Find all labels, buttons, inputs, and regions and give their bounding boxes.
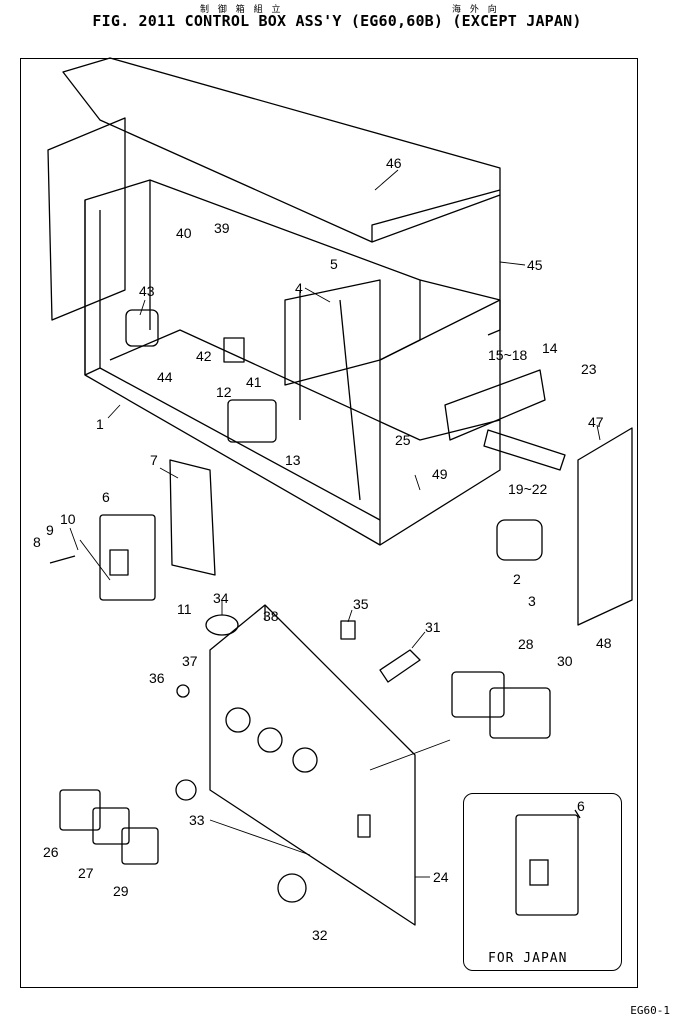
knob-36 — [176, 684, 190, 698]
callout-48: 48 — [596, 635, 612, 651]
callout-38: 38 — [263, 608, 279, 624]
top-cover — [62, 57, 501, 243]
bolt-8 — [49, 555, 76, 564]
callout-19-22: 19~22 — [508, 481, 548, 497]
callout-33: 33 — [189, 812, 205, 828]
japanese-title: 制 御 箱 組 立 — [200, 5, 284, 15]
callout-49: 49 — [432, 466, 448, 482]
callout-24: 24 — [433, 869, 449, 885]
callout-4: 4 — [295, 280, 303, 296]
drawing-frame — [20, 58, 638, 988]
callout-23: 23 — [581, 361, 597, 377]
switch-30 — [489, 687, 551, 739]
callout-1: 1 — [96, 416, 104, 432]
meter-29 — [121, 827, 159, 865]
terminal-plate — [444, 369, 546, 441]
coil-2 — [496, 519, 543, 561]
callout-6: 6 — [102, 489, 110, 505]
inset-callout-6: 6 — [577, 798, 585, 814]
callout-11: 11 — [177, 601, 192, 617]
right-side-panel — [577, 427, 633, 626]
callout-8: 8 — [33, 534, 41, 550]
callout-35: 35 — [353, 596, 369, 612]
callout-36: 36 — [149, 670, 165, 686]
relay-43 — [125, 309, 159, 347]
callout-15-18: 15~18 — [488, 347, 528, 363]
callout-28: 28 — [518, 636, 534, 652]
figure-title: FIG. 2011 CONTROL BOX ASS'Y (EG60,60B) (… — [92, 12, 582, 30]
callout-31: 31 — [425, 619, 441, 635]
callout-12: 12 — [216, 384, 232, 400]
front-panel — [209, 604, 416, 926]
callout-27: 27 — [78, 865, 94, 881]
callout-32: 32 — [312, 927, 328, 943]
callout-2: 2 — [513, 571, 521, 587]
relay-41 — [223, 337, 245, 363]
callout-42: 42 — [196, 348, 212, 364]
left-side-panel — [47, 117, 126, 321]
callout-7: 7 — [150, 452, 158, 468]
callout-39: 39 — [214, 220, 230, 236]
screw-35 — [340, 620, 356, 640]
meter-27 — [92, 807, 130, 845]
callout-46: 46 — [386, 155, 402, 171]
callout-47: 47 — [588, 414, 604, 430]
rheostat-32 — [277, 873, 307, 903]
terminal-block — [483, 429, 566, 471]
callout-3: 3 — [528, 593, 536, 609]
callout-29: 29 — [113, 883, 129, 899]
internal-plate — [284, 279, 381, 386]
circuit-breaker — [99, 514, 156, 601]
page-id: EG60-1 — [630, 1004, 670, 1017]
switch-28 — [451, 671, 505, 718]
callout-25: 25 — [395, 432, 411, 448]
callout-26: 26 — [43, 844, 59, 860]
callout-13: 13 — [285, 452, 301, 468]
lamp-31 — [379, 649, 421, 683]
callout-43: 43 — [139, 283, 155, 299]
callout-5: 5 — [330, 256, 338, 272]
callout-37: 37 — [182, 653, 198, 669]
japanese-caption: 制 御 箱 組 立 海 外 向 — [0, 2, 674, 16]
knob-33 — [175, 779, 197, 801]
for-japan-inset — [463, 793, 622, 971]
meter-26 — [59, 789, 101, 831]
callout-30: 30 — [557, 653, 573, 669]
cover-34 — [205, 614, 239, 636]
callout-34: 34 — [213, 590, 229, 606]
callout-45: 45 — [527, 257, 543, 273]
callout-14: 14 — [542, 340, 558, 356]
callout-44: 44 — [157, 369, 173, 385]
callout-40: 40 — [176, 225, 192, 241]
callout-41: 41 — [246, 374, 262, 390]
japanese-market: 海 外 向 — [452, 5, 500, 15]
bracket-7 — [169, 459, 216, 576]
inset-breaker — [515, 814, 579, 916]
callout-9: 9 — [46, 522, 54, 538]
callout-10: 10 — [60, 511, 76, 527]
transformer-12 — [227, 399, 277, 443]
inset-caption: FOR JAPAN — [488, 951, 568, 966]
